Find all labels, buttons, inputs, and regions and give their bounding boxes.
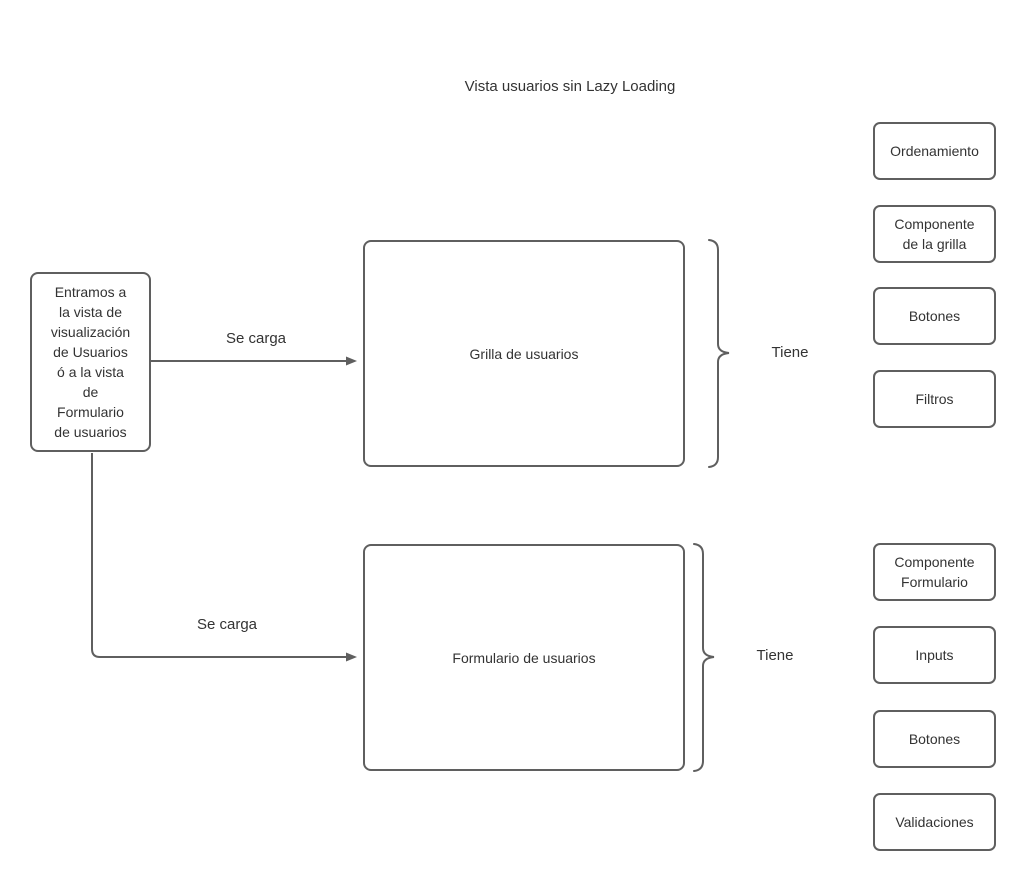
grid-feature-node-filtros: Filtros [873,370,996,428]
grid-feature-node-botones: Botones [873,287,996,345]
edge-form-arrow [91,453,357,662]
diagram-title: Vista usuarios sin Lazy Loading [464,78,676,95]
form-feature-node-validaciones: Validaciones [873,793,996,851]
edge-grid-label: Se carga [216,329,296,349]
grid-node: Grilla de usuarios [363,240,685,467]
brace-form [693,543,715,772]
form-node: Formulario de usuarios [363,544,685,771]
form-feature-node-componente-formulario: Componente Formulario [873,543,996,601]
edge-form-label: Se carga [187,615,267,635]
grid-feature-node-ordenamiento: Ordenamiento [873,122,996,180]
entry-node: Entramos a la vista de visualización de … [30,272,151,452]
form-feature-node-botones: Botones [873,710,996,768]
edge-grid-arrow [151,356,357,366]
brace-form-label: Tiene [750,646,800,666]
brace-grid [708,239,730,468]
grid-feature-node-componente-grilla: Componente de la grilla [873,205,996,263]
brace-grid-label: Tiene [765,343,815,363]
form-feature-node-inputs: Inputs [873,626,996,684]
